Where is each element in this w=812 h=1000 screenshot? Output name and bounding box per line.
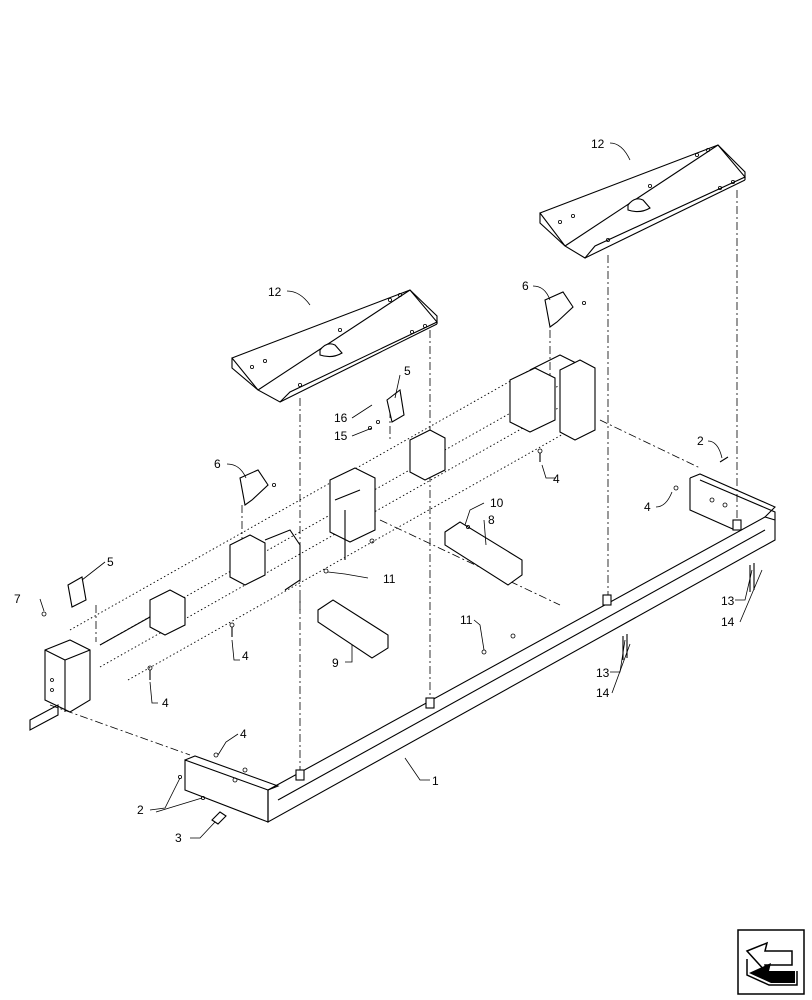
callout-4-bottom: 4: [240, 727, 247, 741]
lower-frame: [184, 473, 776, 823]
callout-4-right: 4: [644, 500, 651, 514]
callout-1: 1: [432, 774, 439, 788]
callout-7: 7: [14, 592, 21, 606]
callout-15: 15: [334, 429, 348, 443]
callout-11-lower: 11: [460, 613, 473, 627]
callout-3: 3: [175, 831, 182, 845]
fasteners: [41, 300, 755, 801]
callout-8: 8: [488, 513, 495, 527]
callout-6-left: 6: [214, 457, 221, 471]
callout-12-right: 12: [591, 137, 605, 151]
navigation-arrow-icon[interactable]: [737, 929, 805, 995]
callout-5-lower: 5: [107, 555, 114, 569]
callout-16: 16: [334, 411, 348, 425]
callout-4-mid: 4: [242, 649, 249, 663]
callout-4-center: 4: [553, 472, 560, 486]
callout-14-right: 14: [721, 615, 735, 629]
callout-13-right: 13: [721, 594, 735, 608]
top-plate-right: [539, 144, 746, 259]
callout-6-right: 6: [522, 279, 529, 293]
callout-13-mid: 13: [596, 666, 610, 680]
brackets-and-plates: [67, 291, 574, 825]
callout-5-upper: 5: [404, 364, 411, 378]
callout-11-upper: 11: [383, 572, 396, 586]
leader-lines: [39, 142, 763, 839]
top-plate-left: [231, 289, 438, 403]
callout-14-mid: 14: [596, 686, 610, 700]
callout-10: 10: [490, 496, 504, 510]
callout-4-left: 4: [162, 696, 169, 710]
callout-12-left: 12: [268, 285, 282, 299]
callout-labels: 12 12 6 6 5 5 16 15 2 2 4 4 4 4 4 10 8 1…: [14, 137, 735, 845]
callout-9: 9: [332, 656, 339, 670]
callout-2-left: 2: [137, 803, 144, 817]
callout-2-right: 2: [697, 434, 704, 448]
projection-lines: [49, 190, 738, 773]
carrier-tube-assembly: [29, 354, 596, 731]
